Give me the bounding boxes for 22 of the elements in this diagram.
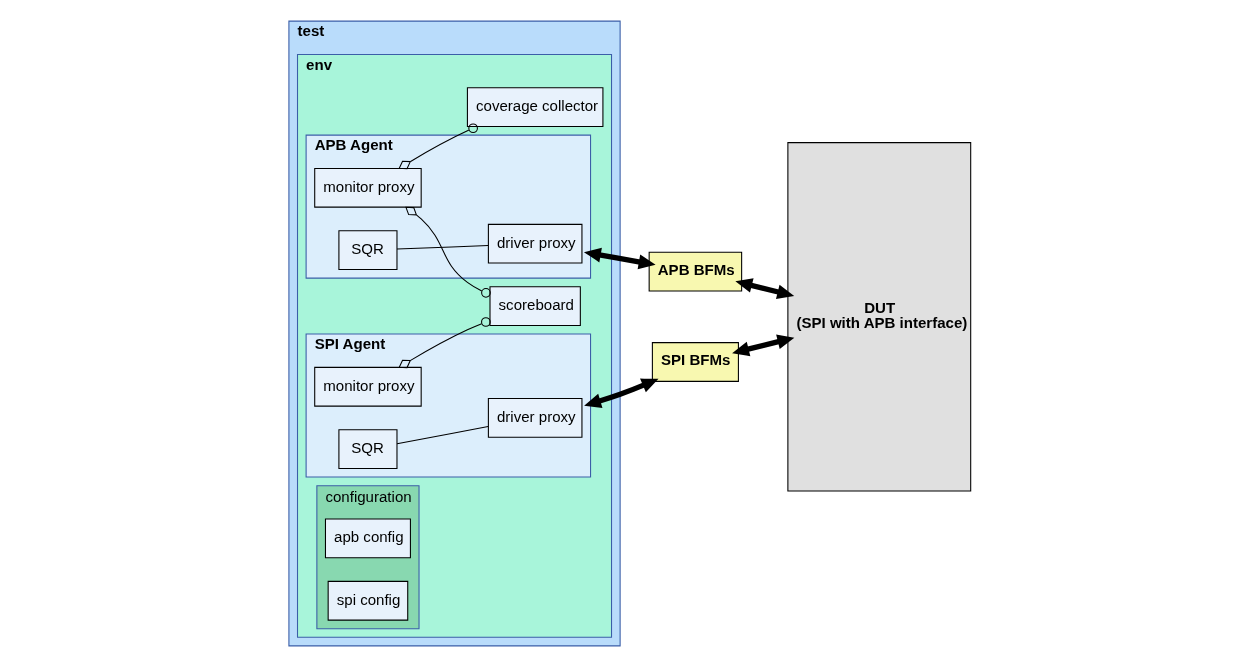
node-box: scoreboard: [488, 286, 581, 326]
node-box: coverage collector: [466, 87, 603, 128]
arrow: [731, 334, 794, 357]
node-box: monitor proxy: [313, 366, 422, 407]
node-box: APB BFMs: [648, 251, 742, 292]
arrow: [734, 278, 794, 300]
connector: [395, 426, 489, 445]
node-box: SQR: [337, 429, 398, 469]
node-box: driver proxy: [487, 398, 582, 438]
node-box: monitor proxy: [313, 167, 422, 208]
node-box: SQR: [337, 230, 398, 271]
connector: [397, 123, 478, 170]
node-box: spi config: [327, 580, 408, 621]
node-box: driver proxy: [487, 223, 582, 264]
arrow: [583, 247, 656, 270]
node-box: DUT (SPI with APB interface): [786, 142, 971, 492]
connector: [404, 206, 491, 298]
connector: [395, 244, 489, 250]
node-box: apb config: [324, 518, 411, 559]
connector: [397, 317, 491, 369]
node-box: SPI BFMs: [651, 342, 739, 382]
arrow: [583, 378, 658, 408]
